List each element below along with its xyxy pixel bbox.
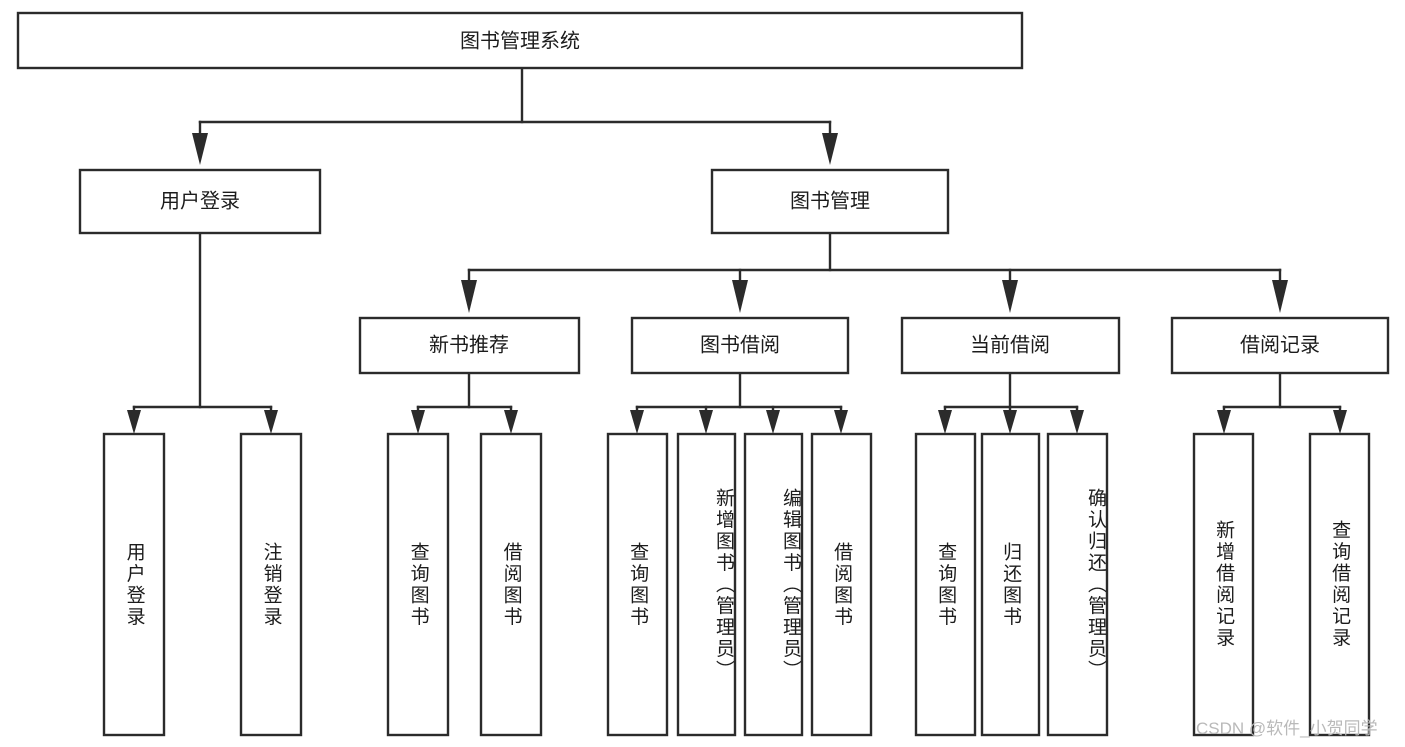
leaf-label-borrow-book-2: 借阅图书 xyxy=(831,541,853,628)
arrowhead-book-manage xyxy=(822,133,838,165)
arrowhead-leaf-user-login xyxy=(127,410,141,434)
leaf-box-add-record[interactable] xyxy=(1192,432,1255,737)
leaf-box-logout[interactable] xyxy=(239,432,303,737)
arrowhead-current-borrow xyxy=(1002,280,1018,313)
leaf-label-confirm-return: 确认归还（管理员） xyxy=(1085,488,1106,682)
arrowhead-leaf-logout xyxy=(264,410,278,434)
arrowhead-leaf-query-book-1 xyxy=(411,410,425,434)
node-user-login-label: 用户登录 xyxy=(160,189,240,212)
node-book-borrow-box[interactable] xyxy=(630,316,850,375)
node-borrow-record-box[interactable] xyxy=(1170,316,1390,375)
node-current-borrow-label: 当前借阅 xyxy=(970,333,1050,356)
node-borrow-record-label: 借阅记录 xyxy=(1240,333,1320,356)
leaf-label-query-book-1: 查询图书 xyxy=(407,541,429,628)
leaf-box-query-book-1[interactable] xyxy=(386,432,450,737)
leaf-label-add-record: 新增借阅记录 xyxy=(1213,520,1235,649)
arrowhead-leaf-confirm-return xyxy=(1070,410,1084,434)
arrowhead-leaf-add-book xyxy=(699,410,713,434)
arrowhead-leaf-return-book xyxy=(1003,410,1017,434)
node-new-book-recommend-box[interactable] xyxy=(358,316,581,375)
leaf-label-query-book-3: 查询图书 xyxy=(935,541,957,628)
arrowhead-leaf-query-record xyxy=(1333,410,1347,434)
csdn-watermark: CSDN @软件_小贺同学 xyxy=(1196,719,1378,738)
arrowhead-user-login xyxy=(192,133,208,165)
leaf-box-user-login[interactable] xyxy=(102,432,166,737)
leaf-box-query-book-3[interactable] xyxy=(914,432,977,737)
arrowhead-leaf-query-book-2 xyxy=(630,410,644,434)
arrowhead-leaf-query-book-3 xyxy=(938,410,952,434)
node-book-borrow-label: 图书借阅 xyxy=(700,333,780,356)
connector-layer xyxy=(127,66,1347,434)
leaf-box-query-book-2[interactable] xyxy=(606,432,669,737)
node-current-borrow[interactable]: 当前借阅 xyxy=(900,316,1121,375)
node-book-manage[interactable]: 图书管理 xyxy=(710,168,950,235)
node-current-borrow-box[interactable] xyxy=(900,316,1121,375)
leaf-label-edit-book: 编辑图书（管理员） xyxy=(780,488,801,682)
leaf-label-add-book: 新增图书（管理员） xyxy=(713,488,734,682)
node-new-book-recommend-label: 新书推荐 xyxy=(429,333,509,356)
node-new-book-recommend[interactable]: 新书推荐 xyxy=(358,316,581,375)
node-root-box[interactable] xyxy=(16,11,1024,70)
leaf-box-query-record[interactable] xyxy=(1308,432,1371,737)
leaf-box-edit-book[interactable] xyxy=(743,432,804,737)
leaf-box-borrow-book-1[interactable] xyxy=(479,432,543,737)
arrowhead-book-borrow xyxy=(732,280,748,313)
node-book-manage-box[interactable] xyxy=(710,168,950,235)
leaf-label-logout: 注销登录 xyxy=(260,541,282,628)
leaf-box-confirm-return[interactable] xyxy=(1046,432,1109,737)
arrowhead-leaf-edit-book xyxy=(766,410,780,434)
leaf-box-add-book[interactable] xyxy=(676,432,737,737)
arrowhead-leaf-borrow-book-2 xyxy=(834,410,848,434)
node-book-borrow[interactable]: 图书借阅 xyxy=(630,316,850,375)
leaf-label-borrow-book-1: 借阅图书 xyxy=(500,541,522,628)
leaf-label-user-login: 用户登录 xyxy=(123,541,145,628)
node-user-login[interactable]: 用户登录 xyxy=(78,168,322,235)
arrowhead-leaf-add-record xyxy=(1217,410,1231,434)
node-root[interactable]: 图书管理系统 xyxy=(16,11,1024,70)
node-borrow-record[interactable]: 借阅记录 xyxy=(1170,316,1390,375)
leaf-label-query-book-2: 查询图书 xyxy=(627,541,649,628)
arrowhead-leaf-borrow-book-1 xyxy=(504,410,518,434)
leaf-box-layer xyxy=(102,432,1371,737)
node-user-login-box[interactable] xyxy=(78,168,322,235)
node-root-label: 图书管理系统 xyxy=(460,29,580,52)
arrowhead-new-book-rec xyxy=(461,280,477,313)
node-book-manage-label: 图书管理 xyxy=(790,189,870,212)
leaf-label-return-book: 归还图书 xyxy=(1000,541,1022,628)
leaf-label-query-record: 查询借阅记录 xyxy=(1329,520,1351,649)
arrowhead-borrow-record xyxy=(1272,280,1288,313)
leaf-box-borrow-book-2[interactable] xyxy=(810,432,873,737)
leaf-box-return-book[interactable] xyxy=(980,432,1041,737)
